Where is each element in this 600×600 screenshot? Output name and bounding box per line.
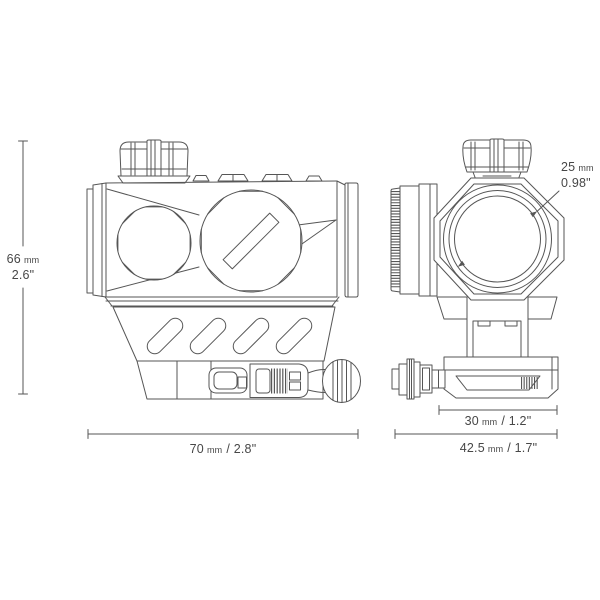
length-inches: / 2.8" (226, 442, 257, 456)
rail-inches: / 1.2" (501, 414, 532, 428)
front-turret-cap (462, 138, 532, 181)
mount-slot (189, 317, 227, 355)
front-thumb-screw (391, 358, 446, 400)
mount-slot (232, 317, 270, 355)
length-dimension-line (87, 429, 359, 439)
dimension-lines (18, 140, 558, 439)
height-unit: mm (23, 255, 40, 265)
mount-slot (146, 317, 184, 355)
rail-width-dimension-line (438, 405, 558, 415)
rail-unit: mm (481, 417, 498, 427)
sight-side-view (86, 139, 361, 403)
mount-slot (275, 317, 313, 355)
lens-outer-ring (443, 184, 552, 294)
lens-middle-ring (448, 190, 547, 288)
length-value: 70 (189, 442, 204, 456)
height-inches: 2.6" (11, 268, 35, 282)
front-side-dial (390, 183, 438, 297)
lens-unit: mm (578, 163, 594, 173)
lens (454, 195, 541, 283)
rail-value: 30 (464, 414, 479, 428)
lens-value: 25 (561, 160, 576, 174)
front-riser (436, 296, 558, 358)
lens-diameter-callout (457, 190, 560, 267)
front-rail-clamp (443, 356, 559, 399)
side-large-dial (199, 189, 303, 293)
overall-width-dimension-line (394, 429, 558, 439)
width-unit: mm (487, 444, 504, 454)
lens-inches: 0.98" (561, 176, 591, 190)
dial-slot (222, 212, 280, 270)
length-unit: mm (206, 445, 223, 455)
front-housing (433, 177, 565, 301)
sight-front-view (390, 138, 565, 400)
width-value: 42.5 (459, 441, 485, 455)
width-inches: / 1.7" (507, 441, 538, 455)
side-locking-lever (249, 359, 361, 403)
side-small-dial (116, 205, 192, 281)
side-turret-cap (117, 139, 191, 184)
height-dimension-line (18, 140, 28, 395)
height-value: 66 (6, 252, 21, 266)
side-top-buttons (192, 174, 323, 182)
side-mount-riser (112, 306, 336, 362)
